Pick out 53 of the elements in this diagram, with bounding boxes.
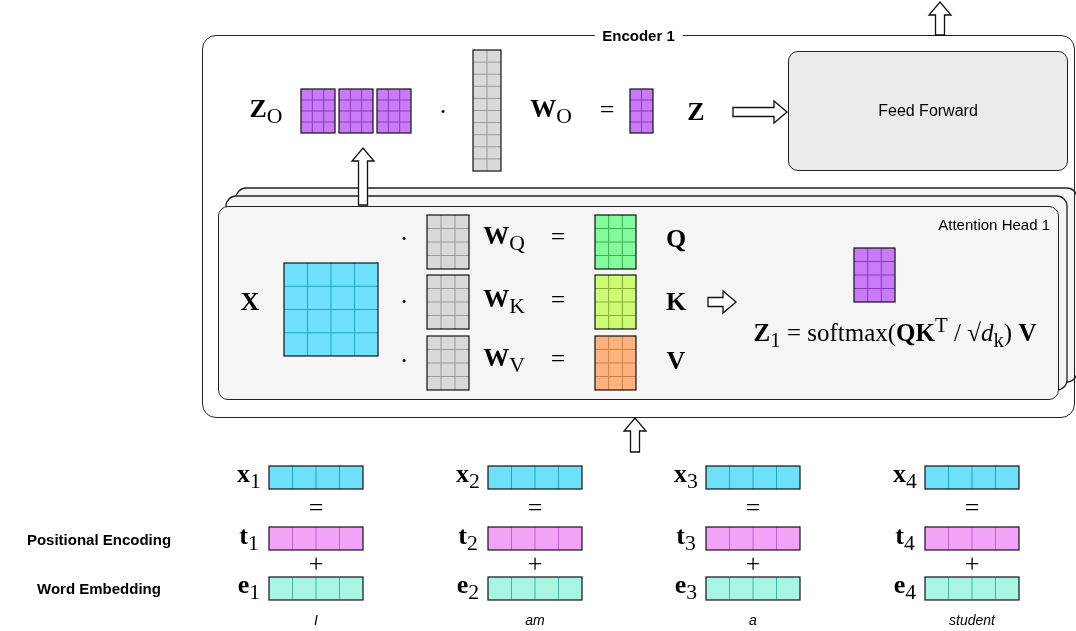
math-symbol: e$_{2}$ [456,572,480,604]
operator-symbol: = [550,224,566,250]
arrow [350,147,376,206]
word-label: I [314,613,318,627]
operator-symbol: · [399,289,409,315]
process-box [788,51,1068,171]
word-label: am [525,613,545,627]
operator-symbol: = [550,346,566,372]
math-symbol: t$_{4}$ [895,523,915,555]
arrow [927,1,953,36]
math-symbol: t$_{1}$ [239,523,259,555]
operator-symbol: + [964,551,980,577]
word-label: a [749,613,757,627]
math-symbol: e$_{4}$ [893,572,917,604]
math-symbol: W$_{Q}$ [483,223,525,255]
operator-symbol: · [399,226,409,252]
math-symbol: V [666,348,686,374]
operator-symbol: = [308,495,324,521]
math-symbol: x$_{2}$ [456,461,480,493]
math-symbol: t$_{3}$ [676,523,696,555]
math-symbol: Q [665,226,687,252]
arrow [732,99,788,125]
operator-symbol: + [745,551,761,577]
formula: Z$_{1}$ = softmax(QK$^{T}$ / √d$_{k}$) V [753,314,1037,352]
row-label: Word Embedding [37,580,161,596]
math-symbol: x$_{1}$ [237,461,261,493]
operator-symbol: + [527,551,543,577]
operator-symbol: = [964,495,980,521]
math-symbol: W$_{K}$ [483,286,525,318]
operator-symbol: · [399,348,409,374]
operator-symbol: · [438,99,448,125]
operator-symbol: = [527,495,543,521]
operator-symbol: + [308,551,324,577]
row-label: Positional Encoding [26,531,172,547]
math-symbol: W$_{O}$ [530,96,572,128]
arrow [622,417,648,453]
operator-symbol: = [599,97,615,123]
node-title: Feed Forward [878,102,978,120]
node-title: Encoder 1 [594,27,683,44]
math-symbol: X [240,289,260,315]
operator-symbol: = [550,287,566,313]
math-symbol: e$_{3}$ [674,572,698,604]
math-symbol: x$_{3}$ [674,461,698,493]
math-symbol: t$_{2}$ [458,523,478,555]
math-symbol: x$_{4}$ [893,461,917,493]
math-symbol: K [665,289,687,315]
operator-symbol: = [745,495,761,521]
word-label: student [949,613,995,627]
math-symbol: Z$_{O}$ [249,96,283,128]
math-symbol: Z [687,99,705,125]
node-title: Attention Head 1 [938,216,1050,233]
math-symbol: e$_{1}$ [237,572,261,604]
math-symbol: W$_{V}$ [483,345,525,377]
